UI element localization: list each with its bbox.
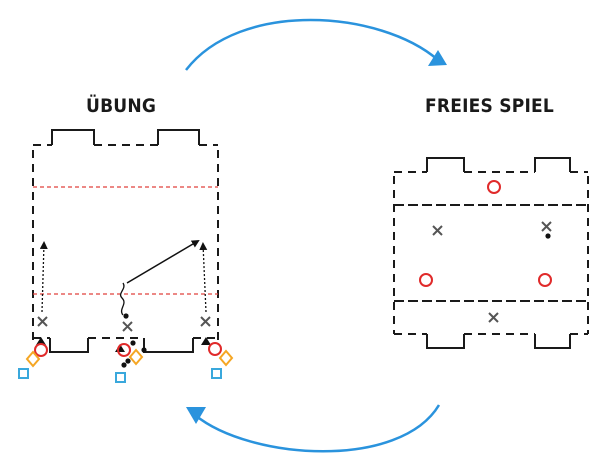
- player-cross-icon: [488, 312, 499, 323]
- player-cross-icon: [122, 321, 133, 332]
- left-field: [18, 129, 234, 383]
- player-cross-icon: [200, 316, 211, 327]
- diamond-icon: [25, 350, 41, 368]
- player-circle-icon: [117, 343, 131, 357]
- ball-icon: [130, 340, 136, 346]
- arrow-head-icon: [428, 50, 447, 66]
- right-field: [393, 157, 589, 349]
- diamond-icon: [218, 349, 234, 367]
- player-circle-icon: [34, 343, 48, 357]
- right-panel-title: FREIES SPIEL: [425, 95, 554, 117]
- square-icon: [115, 372, 126, 383]
- goal-icon: [143, 338, 194, 353]
- cycle-arrow-top: [185, 18, 447, 71]
- player-cross-icon: [541, 221, 552, 232]
- player-cross-icon: [37, 316, 48, 327]
- arrow-head-icon: [186, 407, 206, 424]
- ball-icon: [123, 313, 129, 319]
- cone-triangle-icon: [36, 337, 46, 345]
- dribble-path: [119, 282, 125, 316]
- run-path-left: [39, 241, 48, 313]
- square-icon: [18, 368, 29, 379]
- ball-icon: [141, 347, 147, 353]
- player-cross-icon: [432, 225, 443, 236]
- left-panel-title: ÜBUNG: [86, 95, 157, 117]
- player-circle-icon: [487, 180, 501, 194]
- goal-icon: [157, 129, 200, 145]
- ball-icon: [125, 358, 131, 364]
- player-circle-icon: [538, 273, 552, 287]
- cycle-arrow-bottom: [186, 404, 441, 453]
- cone-triangle-icon: [201, 337, 211, 345]
- ball-icon: [545, 233, 551, 239]
- goal-icon: [426, 334, 465, 349]
- diamond-icon: [128, 348, 144, 366]
- pass-arrow: [126, 239, 200, 284]
- goal-icon: [49, 338, 89, 353]
- goal-icon: [426, 157, 465, 172]
- player-circle-icon: [419, 273, 433, 287]
- goal-icon: [534, 334, 571, 349]
- goal-icon: [534, 157, 571, 172]
- run-path-right: [199, 242, 208, 313]
- goal-icon: [51, 129, 95, 145]
- ball-icon: [121, 362, 127, 368]
- square-icon: [211, 368, 222, 379]
- player-circle-icon: [208, 342, 222, 356]
